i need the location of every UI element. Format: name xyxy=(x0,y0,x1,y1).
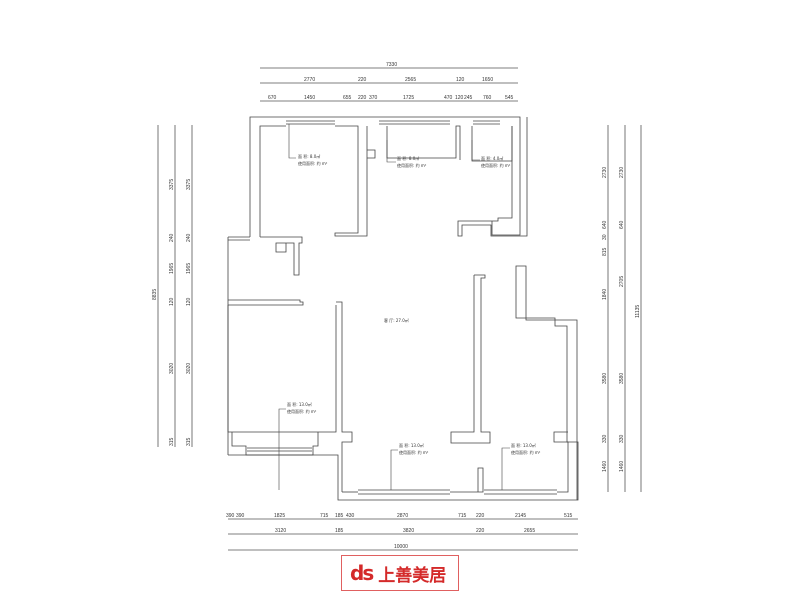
svg-text:240: 240 xyxy=(169,233,175,242)
svg-text:1825: 1825 xyxy=(274,513,285,519)
svg-text:120: 120 xyxy=(169,297,175,306)
walls xyxy=(227,116,579,501)
svg-text:120: 120 xyxy=(455,95,464,101)
svg-text:470: 470 xyxy=(444,95,453,101)
svg-text:330: 330 xyxy=(602,434,608,443)
svg-text:815: 815 xyxy=(602,247,608,256)
svg-text:面 积: 13.0㎡: 面 积: 13.0㎡ xyxy=(511,442,536,448)
svg-text:2565: 2565 xyxy=(405,77,416,83)
svg-text:使用面积: 约 m²: 使用面积: 约 m² xyxy=(481,162,511,168)
svg-text:30: 30 xyxy=(602,234,608,240)
svg-text:2730: 2730 xyxy=(602,167,608,178)
svg-text:客 厅: 27.0㎡: 客 厅: 27.0㎡ xyxy=(384,317,409,323)
svg-text:1460: 1460 xyxy=(619,461,625,472)
svg-text:220: 220 xyxy=(476,528,485,534)
svg-text:185: 185 xyxy=(335,528,344,534)
svg-text:3375: 3375 xyxy=(186,179,192,190)
svg-text:使用面积: 约 m²: 使用面积: 约 m² xyxy=(399,449,429,455)
svg-text:670: 670 xyxy=(268,95,277,101)
svg-text:390: 390 xyxy=(236,513,245,519)
svg-text:2655: 2655 xyxy=(524,528,535,534)
svg-text:1650: 1650 xyxy=(482,77,493,83)
svg-text:240: 240 xyxy=(186,233,192,242)
svg-text:面 积: 8.0㎡: 面 积: 8.0㎡ xyxy=(298,153,320,159)
svg-text:1725: 1725 xyxy=(403,95,414,101)
right-dimension-labels: 2730 640 30 815 1840 3580 330 1460 2730 … xyxy=(602,167,641,472)
svg-text:3020: 3020 xyxy=(169,363,175,374)
svg-text:8835: 8835 xyxy=(152,289,158,300)
svg-text:120: 120 xyxy=(186,297,192,306)
svg-text:640: 640 xyxy=(619,220,625,229)
svg-text:面 积: 4.0㎡: 面 积: 4.0㎡ xyxy=(481,155,503,161)
svg-text:640: 640 xyxy=(602,220,608,229)
svg-text:2145: 2145 xyxy=(515,513,526,519)
svg-text:3580: 3580 xyxy=(619,373,625,384)
svg-text:655: 655 xyxy=(343,95,352,101)
room-labels: 面 积: 8.0㎡ 使用面积: 约 m² 面 积: 8.0㎡ 使用面积: 约 m… xyxy=(287,153,541,455)
svg-text:1840: 1840 xyxy=(602,289,608,300)
svg-text:715: 715 xyxy=(320,513,329,519)
bottom-dimension-labels: 390 390 1825 715 185 430 2870 715 220 21… xyxy=(226,513,573,550)
svg-text:430: 430 xyxy=(346,513,355,519)
svg-text:2730: 2730 xyxy=(619,167,625,178)
svg-text:2870: 2870 xyxy=(397,513,408,519)
dimension-lines xyxy=(157,67,642,551)
logo-mark-icon: ds xyxy=(350,561,374,585)
svg-text:10000: 10000 xyxy=(394,544,408,550)
svg-text:11135: 11135 xyxy=(635,305,641,318)
svg-text:315: 315 xyxy=(169,437,175,446)
brand-logo: ds 上善美居 xyxy=(341,555,459,591)
svg-text:315: 315 xyxy=(186,437,192,446)
svg-text:245: 245 xyxy=(464,95,473,101)
svg-text:3020: 3020 xyxy=(186,363,192,374)
svg-text:220: 220 xyxy=(358,77,367,83)
svg-text:545: 545 xyxy=(505,95,514,101)
room-leaders xyxy=(278,124,510,490)
svg-text:220: 220 xyxy=(476,513,485,519)
left-dimension-labels: 8835 3375 240 1965 120 3020 315 3375 240… xyxy=(152,179,192,446)
svg-text:2705: 2705 xyxy=(619,276,625,287)
svg-text:370: 370 xyxy=(369,95,378,101)
svg-text:1460: 1460 xyxy=(602,461,608,472)
top-dimension-labels: 7330 2770 220 2565 120 1650 670 1450 655… xyxy=(268,62,514,101)
svg-text:3580: 3580 xyxy=(602,373,608,384)
svg-text:使用面积: 约 m²: 使用面积: 约 m² xyxy=(397,162,427,168)
svg-text:使用面积: 约 m²: 使用面积: 约 m² xyxy=(511,449,541,455)
svg-text:面 积: 13.0㎡: 面 积: 13.0㎡ xyxy=(287,401,312,407)
svg-text:220: 220 xyxy=(358,95,367,101)
svg-text:330: 330 xyxy=(619,434,625,443)
svg-text:3375: 3375 xyxy=(169,179,175,190)
svg-text:面 积: 13.0㎡: 面 积: 13.0㎡ xyxy=(399,442,424,448)
svg-text:1965: 1965 xyxy=(169,263,175,274)
svg-text:3120: 3120 xyxy=(275,528,286,534)
svg-text:使用面积: 约 m²: 使用面积: 约 m² xyxy=(298,160,328,166)
svg-text:185: 185 xyxy=(335,513,344,519)
svg-text:1965: 1965 xyxy=(186,263,192,274)
svg-text:2770: 2770 xyxy=(304,77,315,83)
svg-text:715: 715 xyxy=(458,513,467,519)
svg-text:面 积: 8.0㎡: 面 积: 8.0㎡ xyxy=(397,155,419,161)
svg-text:1450: 1450 xyxy=(304,95,315,101)
svg-text:使用面积: 约 m²: 使用面积: 约 m² xyxy=(287,408,317,414)
svg-text:515: 515 xyxy=(564,513,573,519)
svg-text:120: 120 xyxy=(456,77,465,83)
svg-text:7330: 7330 xyxy=(386,62,397,68)
logo-text: 上善美居 xyxy=(378,565,447,586)
svg-text:3820: 3820 xyxy=(403,528,414,534)
svg-text:390: 390 xyxy=(226,513,235,519)
svg-text:760: 760 xyxy=(483,95,492,101)
